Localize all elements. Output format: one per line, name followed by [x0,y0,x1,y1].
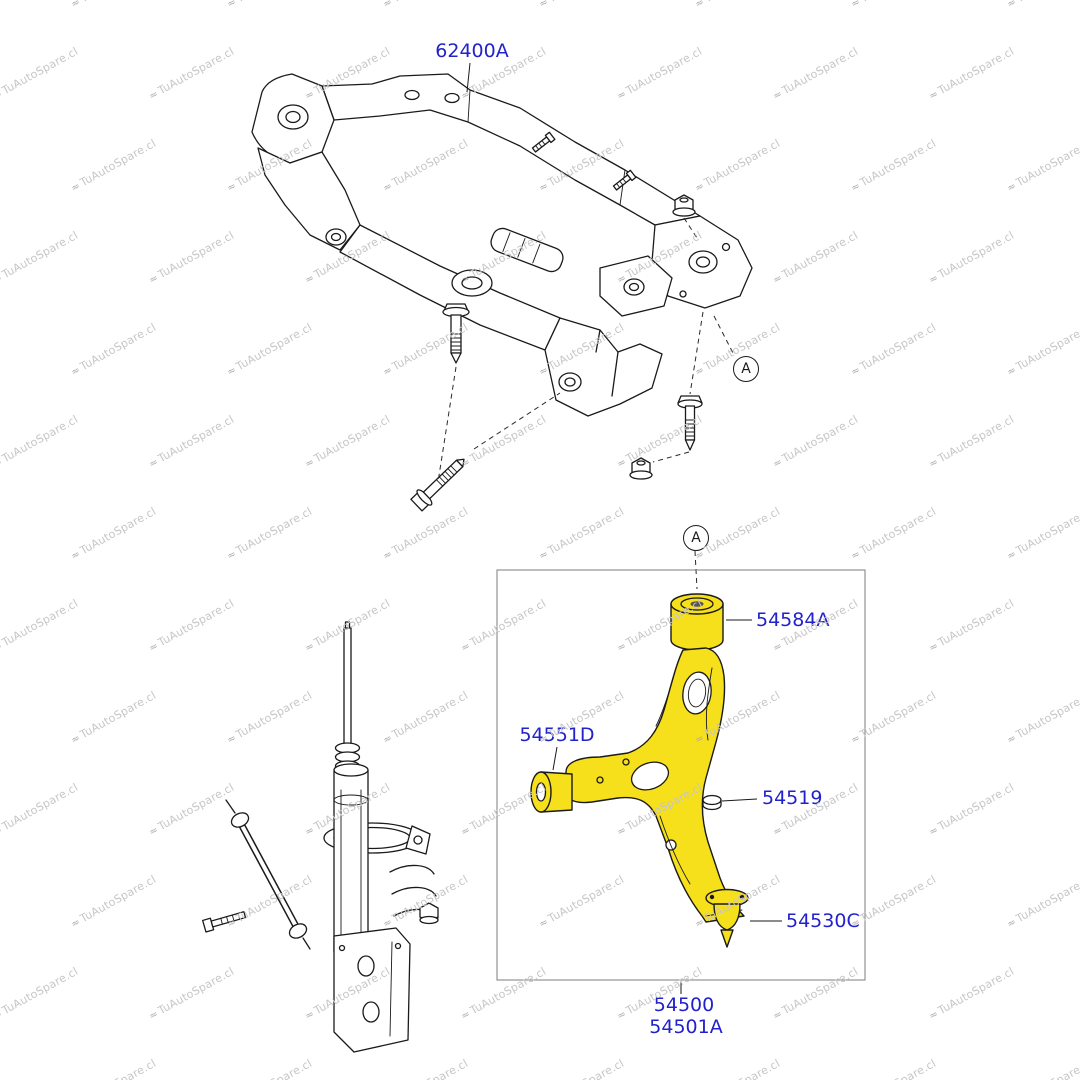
strut-flange-nut [419,902,439,925]
part-label-54530C[interactable]: 54530C [786,910,860,932]
mounting-bolt-vertical-left [442,303,470,364]
mounting-bolt-vertical-right [677,395,703,451]
stud-bolt [612,169,637,191]
callout-a-detail[interactable]: A [683,525,709,551]
callout-a-crossmember[interactable]: A [733,356,759,382]
control-arm-assembly[interactable] [530,593,749,948]
ball-joint-54530C[interactable] [705,888,749,948]
clip-54519[interactable] [702,794,722,811]
flange-nut-top [672,194,696,217]
part-label-54551D[interactable]: 54551D [519,724,595,746]
front-bushing-54551D[interactable] [530,771,573,813]
detail-box [496,569,866,981]
stabilizer-link-bolt [202,911,247,933]
part-label-62400A[interactable]: 62400A [435,40,509,62]
mounting-bolt-long [410,458,465,512]
stud-bolt [531,131,556,153]
part-label-54501A[interactable]: 54501A [649,1016,723,1038]
flange-nut-lower [629,457,653,480]
leader-lines [466,62,782,994]
crossmember-drawing [251,73,753,417]
rear-bushing-54584A[interactable] [670,593,724,651]
part-label-54584A[interactable]: 54584A [756,609,830,631]
part-label-54519[interactable]: 54519 [762,787,823,809]
strut-drawing [202,621,439,1053]
part-label-54500[interactable]: 54500 [653,994,715,1016]
crossmember-rib-detail [490,227,564,273]
